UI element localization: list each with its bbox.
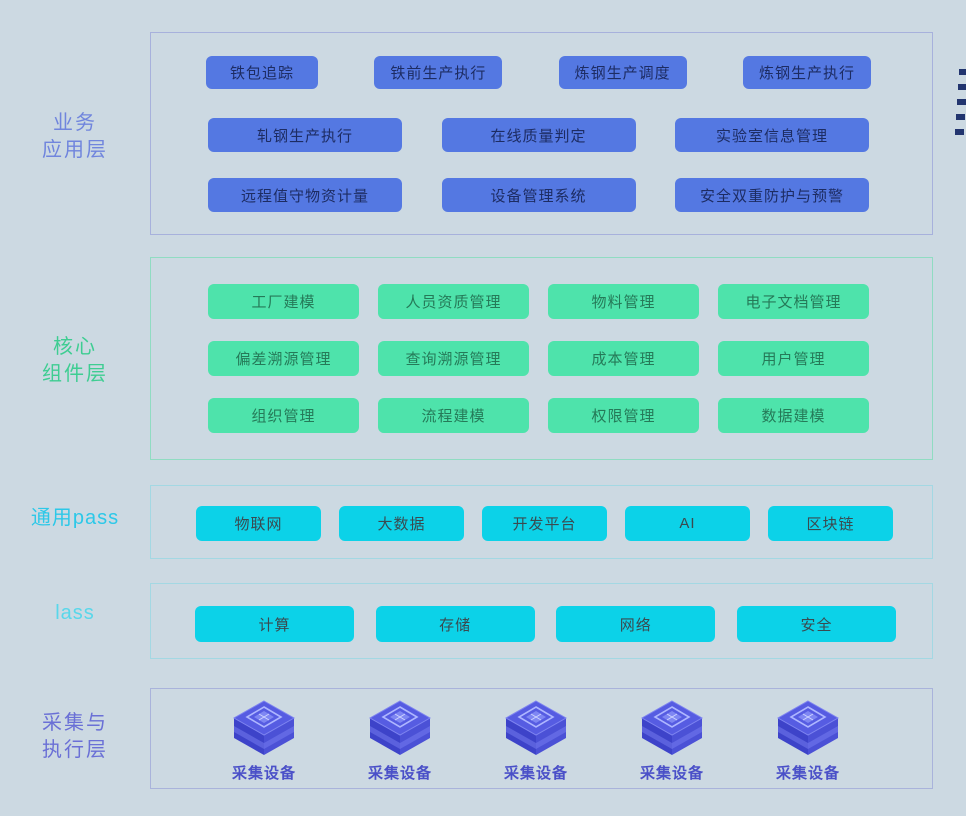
business-app-button[interactable]: 轧钢生产执行 <box>208 118 402 152</box>
layer-label-collect-execute: 采集与 执行层 <box>0 710 150 764</box>
layer-label-line: 应用层 <box>42 139 108 161</box>
device-label: 采集设备 <box>639 765 704 782</box>
device-label: 采集设备 <box>775 765 840 782</box>
common-paas-button[interactable]: AI <box>625 506 750 541</box>
layer-label-line: 组件层 <box>42 363 108 385</box>
layer-label-core-components: 核心 组件层 <box>0 334 150 388</box>
button-row: 工厂建模人员资质管理物料管理电子文档管理 <box>208 284 869 319</box>
iaas-button[interactable]: 计算 <box>195 606 354 642</box>
dot-square <box>957 99 966 105</box>
collection-device: 采集设备 <box>496 698 576 786</box>
layer-label-line: 采集与 <box>42 712 108 734</box>
common-paas-button[interactable]: 物联网 <box>196 506 321 541</box>
collection-device: 采集设备 <box>768 698 848 786</box>
button-row: 轧钢生产执行 在线质量判定 实验室信息管理 <box>208 118 869 152</box>
chip-cube-icon <box>640 700 704 755</box>
business-app-button[interactable]: 铁包追踪 <box>206 56 318 89</box>
core-components-button[interactable]: 电子文档管理 <box>718 284 869 319</box>
iaas-button[interactable]: 网络 <box>556 606 716 642</box>
layer-label-line: 业务 <box>53 112 97 134</box>
core-components-button[interactable]: 流程建模 <box>378 398 529 433</box>
business-app-button[interactable]: 安全双重防护与预警 <box>675 178 869 212</box>
device-label: 采集设备 <box>367 765 432 782</box>
core-components-button[interactable]: 成本管理 <box>548 341 699 376</box>
panel-business-app: 铁包追踪 铁前生产执行 炼钢生产调度 炼钢生产执行 轧钢生产执行 在线质量判定 实验室信息… <box>150 32 933 235</box>
layer-label-iaas: lass <box>0 600 150 627</box>
iaas-button[interactable]: 安全 <box>736 606 896 642</box>
panel-iaas: 计算存储网络安全 <box>150 583 933 659</box>
devices-row: 采集设备 采集设备 采集设备 采集设备 <box>224 698 848 786</box>
business-app-button[interactable]: 设备管理系统 <box>441 178 636 212</box>
core-components-button[interactable]: 偏差溯源管理 <box>208 341 359 376</box>
collection-device: 采集设备 <box>632 698 712 786</box>
chip-cube-icon <box>232 700 296 755</box>
button-row: 组织管理流程建模权限管理数据建模 <box>208 398 869 433</box>
business-app-button[interactable]: 铁前生产执行 <box>374 56 503 89</box>
layer-label-business-app: 业务 应用层 <box>0 110 150 164</box>
core-components-button[interactable]: 用户管理 <box>718 341 869 376</box>
panel-common-paas: 物联网大数据开发平台 AI 区块链 <box>150 485 933 559</box>
layer-label-line: lass <box>55 602 95 624</box>
dot-square <box>956 114 965 120</box>
core-components-button[interactable]: 物料管理 <box>548 284 699 319</box>
dot-square <box>958 84 966 90</box>
collection-device: 采集设备 <box>224 698 304 786</box>
panel-core-components: 工厂建模人员资质管理物料管理电子文档管理 偏差溯源管理查询溯源管理成本管理用户管… <box>150 257 933 460</box>
layer-label-line: 执行层 <box>42 739 108 761</box>
core-components-button[interactable]: 数据建模 <box>718 398 869 433</box>
device-label: 采集设备 <box>503 765 568 782</box>
business-app-button[interactable]: 炼钢生产调度 <box>558 56 687 89</box>
business-app-button[interactable]: 实验室信息管理 <box>675 118 869 152</box>
button-row: 铁包追踪 铁前生产执行 炼钢生产调度 炼钢生产执行 <box>206 56 871 89</box>
button-row: 物联网大数据开发平台 AI 区块链 <box>196 506 893 541</box>
panel-collect-execute: 采集设备 采集设备 采集设备 采集设备 <box>150 688 933 789</box>
device-label: 采集设备 <box>231 765 296 782</box>
dot-square <box>955 129 964 135</box>
chip-cube-icon <box>776 700 840 755</box>
core-components-button[interactable]: 查询溯源管理 <box>378 341 529 376</box>
button-row: 远程值守物资计量 设备管理系统 安全双重防护与预警 <box>208 178 869 212</box>
core-components-button[interactable]: 权限管理 <box>548 398 699 433</box>
iaas-button[interactable]: 存储 <box>375 606 535 642</box>
button-row: 计算存储网络安全 <box>195 606 896 642</box>
collection-device: 采集设备 <box>360 698 440 786</box>
layer-label-line: 通用pass <box>30 507 120 529</box>
core-components-button[interactable]: 人员资质管理 <box>378 284 529 319</box>
core-components-button[interactable]: 工厂建模 <box>208 284 359 319</box>
common-paas-button[interactable]: 开发平台 <box>482 506 607 541</box>
dot-square <box>959 69 966 75</box>
layer-label-line: 核心 <box>53 336 97 358</box>
chip-cube-icon <box>504 700 568 755</box>
button-row: 偏差溯源管理查询溯源管理成本管理用户管理 <box>208 341 869 376</box>
chip-cube-icon <box>368 700 432 755</box>
common-paas-button[interactable]: 区块链 <box>768 506 893 541</box>
layer-label-common-paas: 通用pass <box>0 505 150 532</box>
common-paas-button[interactable]: 大数据 <box>339 506 464 541</box>
business-app-button[interactable]: 远程值守物资计量 <box>208 178 402 212</box>
business-app-button[interactable]: 在线质量判定 <box>441 118 636 152</box>
business-app-button[interactable]: 炼钢生产执行 <box>742 56 871 89</box>
core-components-button[interactable]: 组织管理 <box>208 398 359 433</box>
